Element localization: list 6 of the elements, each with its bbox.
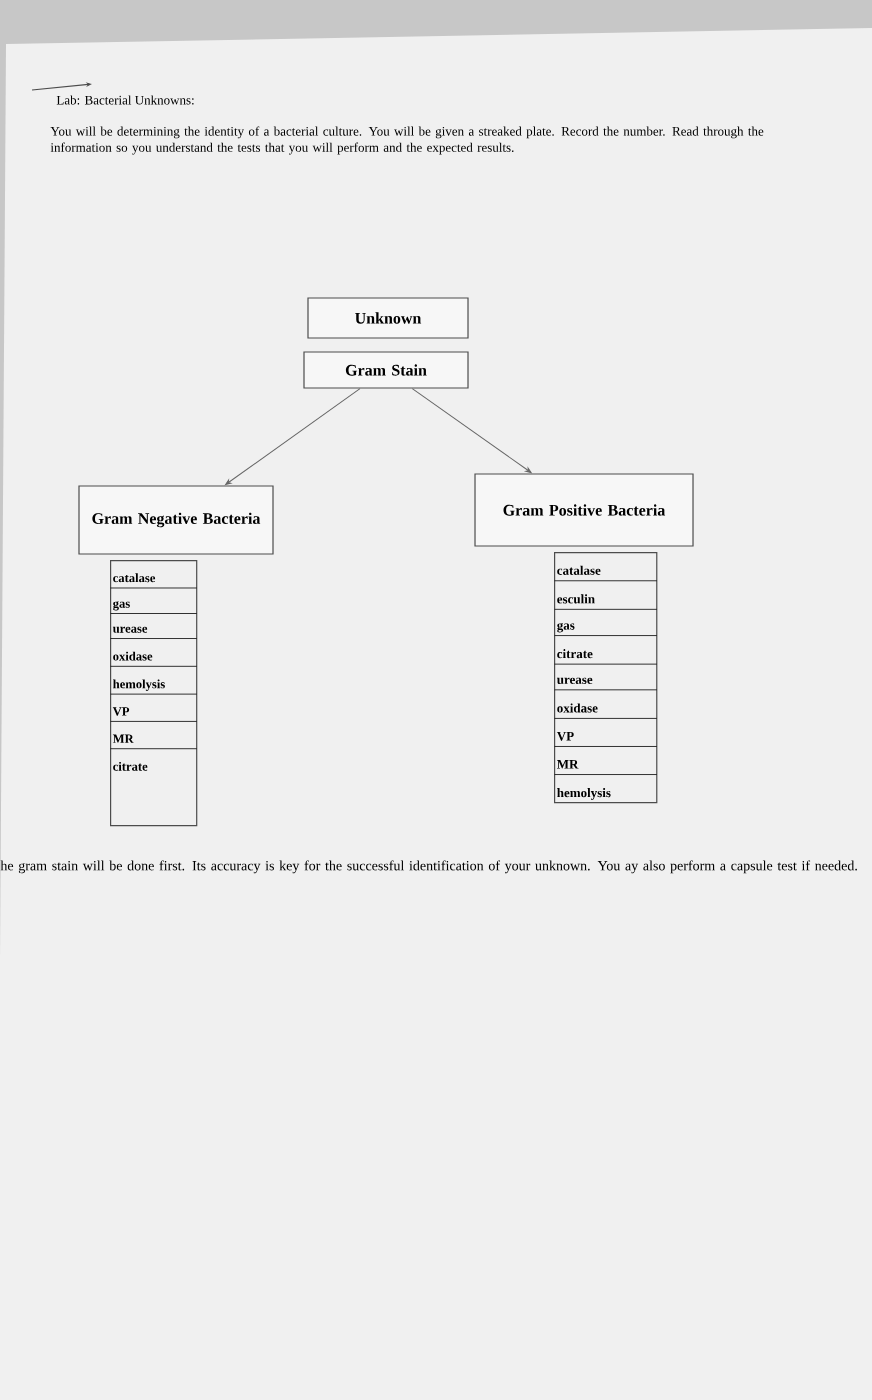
arrow xyxy=(225,388,361,486)
title-box: Unknown xyxy=(307,297,469,339)
arrow xyxy=(411,388,532,474)
process-box: Gram Stain xyxy=(303,351,469,389)
category-box: Gram Negative Bacteria xyxy=(78,485,274,555)
category-box: Gram Positive Bacteria xyxy=(474,473,694,547)
